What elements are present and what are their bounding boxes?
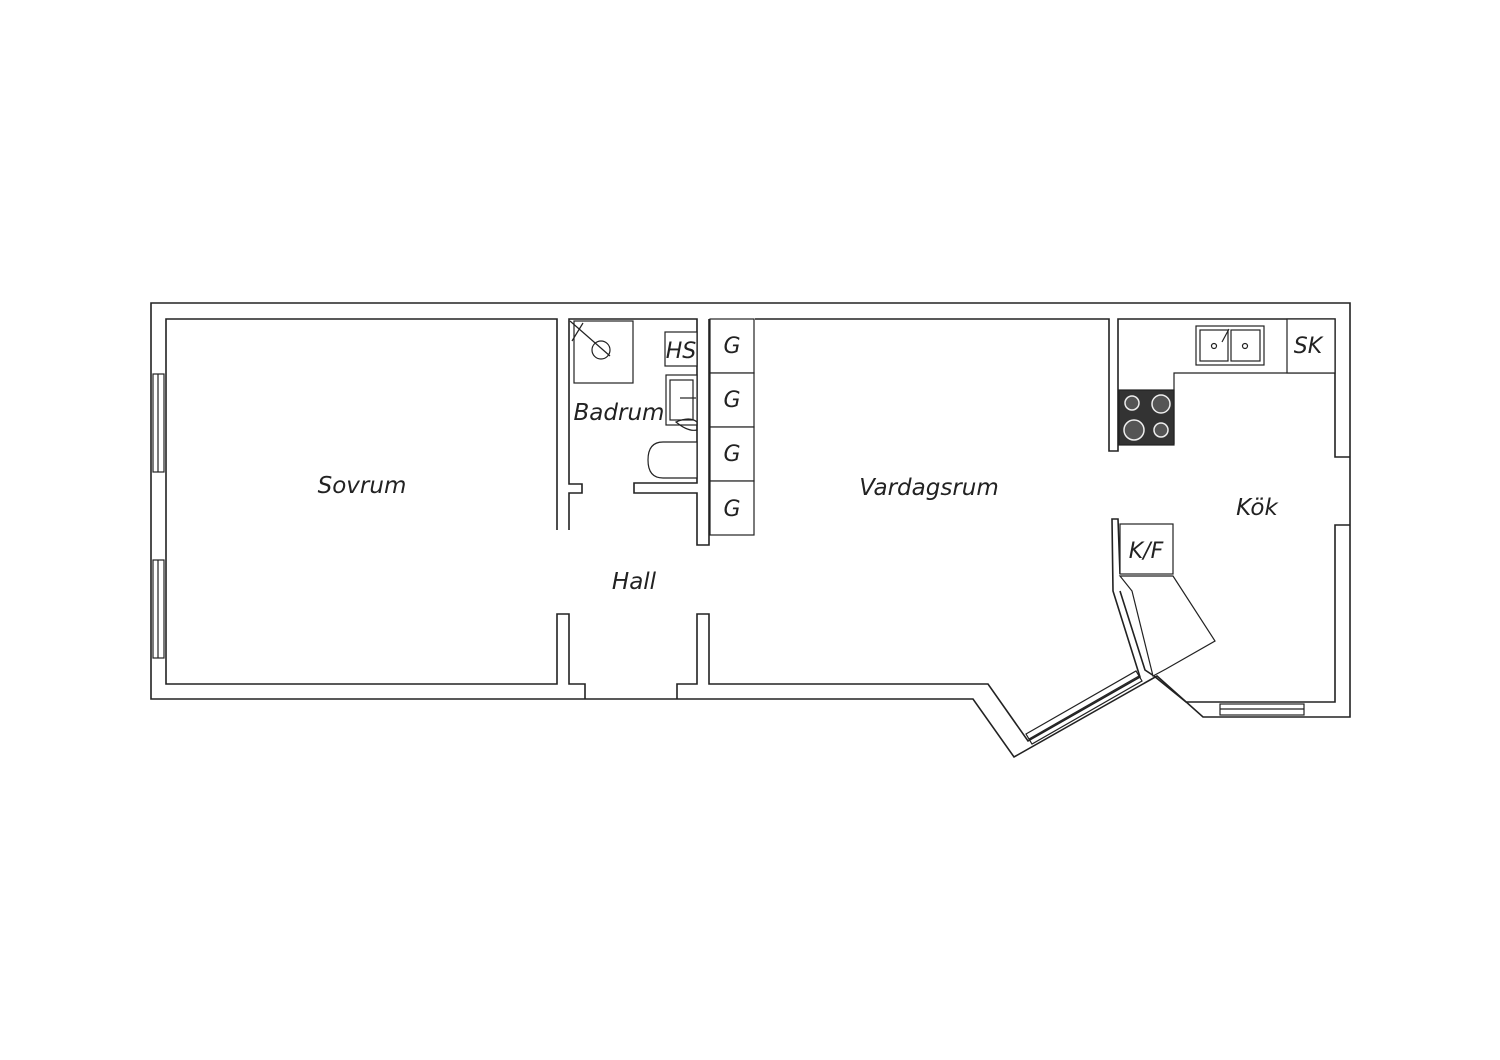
fixture-label-sk: SK	[1294, 334, 1324, 359]
sovrum-wall	[165, 318, 586, 699]
kok-wall	[1119, 524, 1350, 703]
angled-counter	[1118, 575, 1216, 677]
fixture-label-wardrobe: G	[723, 442, 740, 467]
window-kitchen	[1219, 703, 1305, 716]
fridge-freezer	[1119, 523, 1174, 575]
wardrobe-column	[709, 318, 755, 536]
bathroom-sink	[665, 374, 698, 426]
room-label-sovrum: Sovrum	[318, 473, 407, 499]
window-left-upper	[152, 373, 165, 473]
fixture-label-wardrobe: G	[723, 388, 740, 413]
outer-wall-outer-edge	[150, 302, 1351, 759]
kitchen-sink	[1195, 325, 1265, 366]
stove	[1118, 389, 1175, 446]
room-label-hall: Hall	[612, 569, 657, 595]
fixture-label-kf: K/F	[1129, 539, 1164, 564]
window-left-lower	[152, 559, 165, 659]
room-label-vardagsrum: Vardagsrum	[859, 475, 999, 501]
vardagsrum-wall-top	[755, 318, 1350, 458]
fixture-label-hs: HS	[666, 339, 697, 364]
shower	[569, 320, 634, 384]
room-label-kok: Kök	[1236, 495, 1279, 521]
fixture-label-wardrobe: G	[723, 497, 740, 522]
toilet	[647, 418, 698, 479]
window-bay	[1025, 670, 1143, 745]
sk-cabinet	[1286, 318, 1336, 374]
hall-wall-right	[676, 518, 1141, 743]
fixture-label-wardrobe: G	[723, 334, 740, 359]
hs-cabinet	[664, 331, 698, 367]
room-label-badrum: Badrum	[574, 400, 665, 426]
kitchen-counter	[1173, 372, 1335, 444]
